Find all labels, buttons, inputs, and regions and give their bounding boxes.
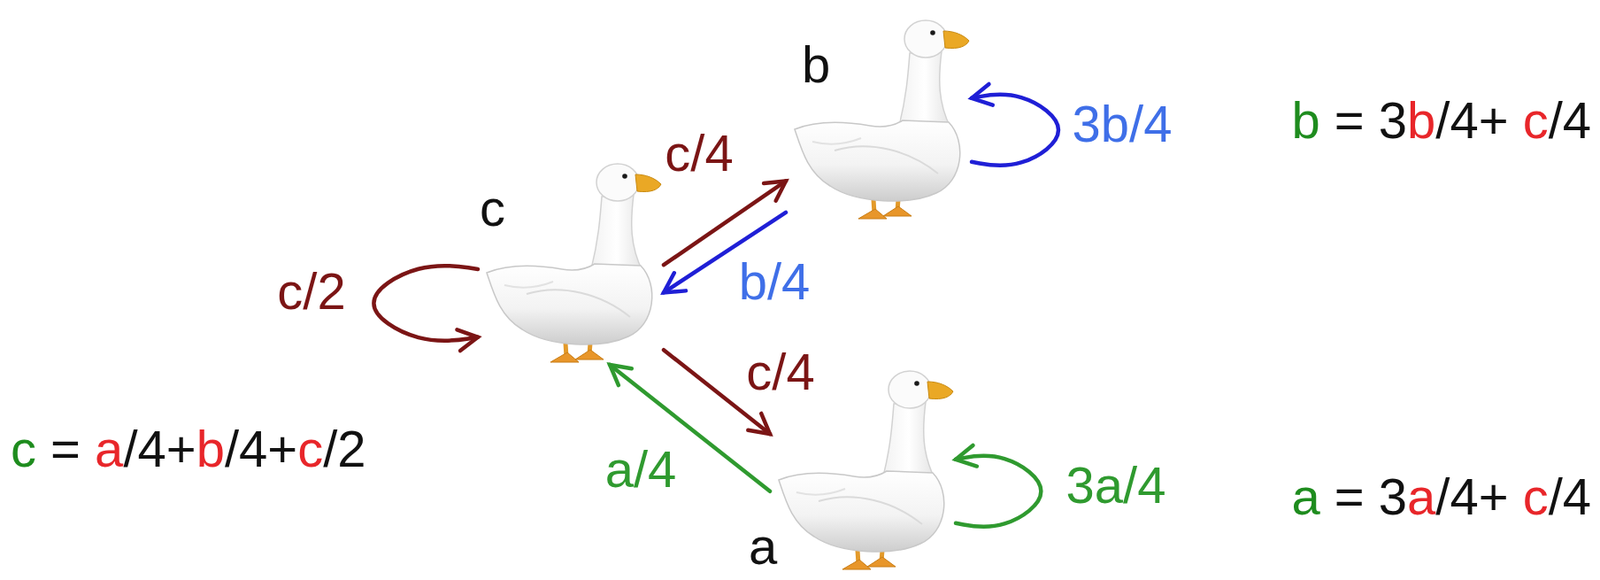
flow-label: c/4 (743, 346, 817, 398)
arrow-line (971, 94, 1059, 166)
flow-label: c/4 (661, 127, 736, 179)
equation-part: a (1291, 467, 1320, 525)
equation-part: /2 (323, 419, 366, 477)
equation-label: a = 3a/4+ c/4 (1291, 470, 1592, 523)
duck-illustration (477, 152, 664, 365)
arrow-line (609, 364, 770, 492)
node-letter: b (801, 38, 831, 91)
flow-label: 3b/4 (1069, 98, 1176, 150)
equation-part: = (36, 419, 95, 477)
equation-part: b (196, 419, 225, 477)
equation-part: = 3 (1320, 91, 1408, 149)
duck-picture (794, 20, 970, 219)
equation-part: c (1523, 467, 1549, 525)
duck-node: b (785, 8, 972, 222)
arrow-head (663, 272, 686, 293)
duck-node: c (477, 152, 664, 365)
equation-part: /4+ (224, 419, 298, 477)
duck-picture (486, 163, 662, 362)
arrow-line (663, 212, 786, 293)
equation-part: c (1523, 91, 1549, 149)
arrow-head (747, 413, 770, 434)
equation-label: c = a/4+b/4+c/2 (10, 423, 367, 475)
flow-arrow (663, 212, 786, 293)
node-letter: c (479, 182, 506, 234)
duck-node: a (769, 359, 956, 572)
equation-part: b (1291, 91, 1320, 149)
flow-arrow (971, 84, 1059, 166)
node-letter: a (748, 520, 777, 572)
flow-arrow (609, 364, 770, 492)
equation-part: = 3 (1320, 467, 1408, 525)
equation-part: /4+ (1435, 467, 1523, 525)
equation-part: a (94, 419, 124, 477)
duck-illustration (769, 359, 956, 572)
arrow-head (456, 329, 478, 351)
arrow-line (955, 455, 1041, 527)
equation-part: /4+ (1435, 91, 1523, 149)
equation-part: /4+ (123, 419, 196, 477)
equation-part: a (1407, 467, 1436, 525)
flow-arrow (955, 445, 1041, 527)
flow-label: c/2 (274, 265, 348, 317)
flow-label: 3a/4 (1063, 459, 1170, 511)
arrow-head (763, 180, 786, 200)
flow-label: a/4 (602, 443, 680, 495)
arrow-head (609, 364, 632, 385)
duck-picture (778, 370, 954, 570)
equation-part: c (297, 419, 324, 477)
equation-part: /4 (1548, 467, 1592, 525)
equation-part: c (10, 419, 37, 477)
flow-label: b/4 (736, 255, 814, 308)
equation-part: /4 (1548, 91, 1592, 149)
arrow-head (955, 445, 977, 467)
equation-label: b = 3b/4+ c/4 (1291, 94, 1592, 147)
arrow-head (971, 84, 993, 106)
equation-part: b (1407, 91, 1436, 149)
flow-arrow (373, 265, 478, 351)
